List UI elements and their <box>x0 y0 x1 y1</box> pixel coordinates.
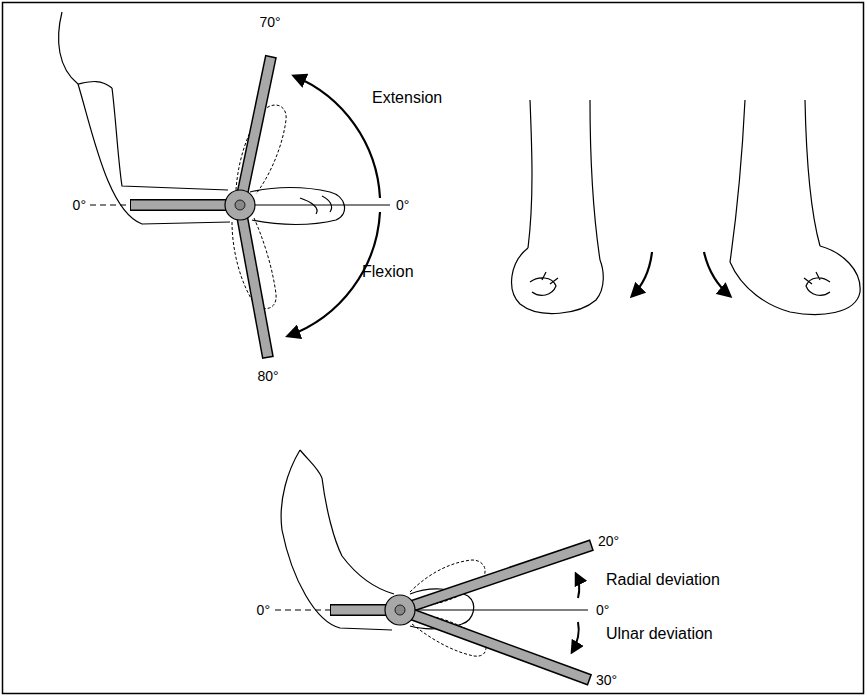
motion-arrow <box>632 252 652 296</box>
goniometer-pivot <box>235 200 245 210</box>
fist-outline <box>530 272 558 295</box>
motion-label: Flexion <box>362 263 414 281</box>
arm-outline <box>300 450 322 478</box>
motion-label: Radial deviation <box>606 571 720 589</box>
goniometer-arms <box>240 205 268 358</box>
goniometer-pivot <box>395 605 405 615</box>
arm-outline <box>281 450 300 530</box>
angle-label: 80° <box>257 367 278 385</box>
fist-outline <box>512 246 861 315</box>
goniometer-arms <box>240 205 268 357</box>
goniometer-arms <box>330 545 592 680</box>
goniometer-arms <box>130 56 271 358</box>
reference-line <box>240 205 390 206</box>
reference-line <box>400 610 588 611</box>
reference-dashed-line <box>90 204 130 205</box>
motion-arrow <box>632 252 730 296</box>
angle-label: 70° <box>259 13 280 31</box>
angle-label: 20° <box>598 532 619 550</box>
angle-label: 30° <box>596 671 617 689</box>
forearm-outline <box>730 100 745 262</box>
angle-label: 0° <box>73 196 86 214</box>
angle-label: 0° <box>596 601 609 619</box>
forearm-outline <box>805 100 820 246</box>
fist-outline <box>512 248 604 314</box>
goniometer-arms <box>400 545 592 610</box>
forearm-outline <box>528 100 820 262</box>
goniometer-arms <box>240 58 271 206</box>
goniometer-arms <box>400 610 590 680</box>
arm-outline <box>59 12 78 84</box>
goniometer-arms <box>131 201 232 210</box>
motion-arrow <box>704 252 730 296</box>
goniometer-arms <box>130 199 232 211</box>
angle-label: 0° <box>396 196 409 214</box>
arm-outline <box>59 12 345 225</box>
goniometer-arms <box>400 546 591 611</box>
arm-outline <box>250 188 345 225</box>
arm-outline <box>322 478 394 594</box>
goniometer-pivot <box>225 190 255 220</box>
motion-label: Ulnar deviation <box>606 625 713 643</box>
frame-border <box>3 3 864 694</box>
goniometer-arms <box>331 606 392 615</box>
motion-label: Extension <box>372 89 442 107</box>
arm-outline <box>112 88 228 190</box>
motion-arrow <box>294 76 380 198</box>
fist-outline <box>804 272 830 295</box>
arm-outline <box>281 450 474 630</box>
motion-arrow <box>572 574 579 652</box>
goniometer-arms <box>400 610 589 680</box>
angle-label: 0° <box>257 601 270 619</box>
goniometer-arms <box>330 604 392 616</box>
fist-outline <box>730 246 860 315</box>
forearm-outline <box>528 100 532 248</box>
reference-dashed-line <box>275 609 330 610</box>
motion-arrow <box>576 574 579 598</box>
motion-arrow <box>288 76 380 336</box>
arm-outline <box>78 82 112 89</box>
forearm-outline <box>590 100 600 260</box>
goniometer-pivot <box>385 595 415 625</box>
motion-arrow <box>572 622 579 652</box>
goniometer-arms <box>240 56 271 205</box>
